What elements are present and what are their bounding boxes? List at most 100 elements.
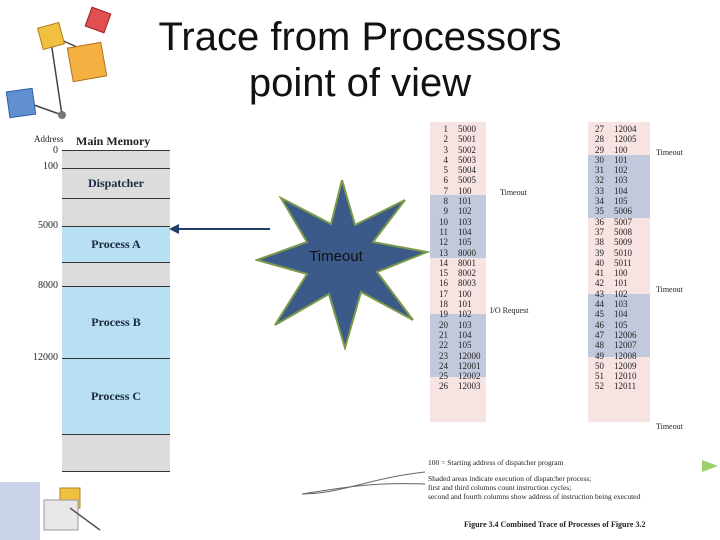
instruction-address: 103 [614, 299, 628, 310]
instruction-address: 12007 [614, 340, 637, 351]
instruction-address: 105 [458, 340, 472, 351]
memory-gap-top [62, 150, 170, 168]
cycle-number: 30 [595, 154, 604, 165]
cycle-number: 24 [439, 360, 448, 371]
cycle-number: 18 [439, 299, 448, 310]
timeout-label: Timeout [500, 188, 527, 197]
cycle-number: 42 [595, 278, 604, 289]
cycle-number: 7 [443, 185, 449, 196]
address-header: Address [34, 134, 64, 144]
cycle-number: 3 [443, 144, 449, 155]
address-label: 100 [43, 161, 58, 172]
caption-line-3: first and third columns count instructio… [428, 483, 572, 492]
cycle-number: 13 [439, 247, 448, 258]
cycle-number: 21 [439, 329, 448, 340]
callout-text: Timeout [309, 248, 363, 265]
trace-row: 22 105 [428, 340, 492, 350]
instruction-address: 104 [458, 329, 472, 340]
address-label: 8000 [38, 280, 58, 291]
address-label: 5000 [38, 220, 58, 231]
cycle-number: 29 [595, 144, 604, 155]
memory-region-dispatcher: Dispatcher [62, 168, 170, 198]
memory-region-process-c: Process C [62, 358, 170, 434]
memory-header: Main Memory [76, 134, 151, 148]
title-line-1: Trace from Processors [158, 15, 562, 59]
figure-caption: Figure 3.4 Combined Trace of Processes o… [464, 520, 646, 529]
instruction-address: 103 [458, 319, 472, 330]
cycle-number: 50 [595, 360, 604, 371]
instruction-address: 8000 [458, 247, 476, 258]
cycle-number: 10 [439, 216, 448, 227]
instruction-address: 12000 [458, 350, 481, 361]
instruction-address: 12010 [614, 371, 637, 382]
dispatcher-shade-4 [588, 294, 650, 357]
instruction-address: 5002 [458, 144, 476, 155]
cycle-number: 22 [439, 340, 448, 351]
instruction-address: 102 [458, 309, 472, 320]
caption-line-4: second and fourth columns show address o… [428, 492, 641, 501]
cycle-number: 36 [595, 216, 604, 227]
cycle-number: 11 [439, 226, 448, 237]
instruction-address: 5011 [614, 257, 632, 268]
slide-title: Trace from Processors point of view [120, 14, 600, 106]
instruction-address: 8003 [458, 278, 476, 289]
cycle-number: 25 [439, 371, 448, 382]
instruction-address: 103 [614, 175, 628, 186]
cycle-number: 14 [439, 257, 448, 268]
cycle-number: 48 [595, 340, 604, 351]
cycle-number: 47 [595, 329, 604, 340]
cycle-number: 16 [439, 278, 448, 289]
instruction-address: 12001 [458, 360, 481, 371]
instruction-address: 12004 [614, 124, 637, 134]
instruction-address: 5009 [614, 237, 632, 248]
instruction-address: 101 [458, 299, 472, 310]
dispatcher-shade-3 [588, 155, 650, 218]
timeout-star-callout [255, 180, 430, 350]
instruction-address: 103 [458, 216, 472, 227]
cycle-number: 39 [595, 247, 604, 258]
instruction-address: 5004 [458, 165, 476, 176]
instruction-address: 12005 [614, 134, 637, 145]
cycle-number: 34 [595, 196, 604, 207]
trace-row: 24 12001 [428, 361, 492, 371]
instruction-address: 12008 [614, 350, 637, 361]
trace-row: 21 104 [428, 330, 492, 340]
cycle-number: 23 [439, 350, 448, 361]
timeout-label: Timeout [656, 148, 683, 157]
cycle-number: 27 [595, 124, 604, 134]
cycle-number: 8 [443, 196, 449, 207]
arrow-deco-icon [702, 460, 718, 472]
trace-row: 42 101 [584, 278, 648, 288]
instruction-address: 5006 [614, 206, 632, 217]
cycle-number: 41 [595, 268, 604, 279]
caption-line-1: 100 = Starting address of dispatcher pro… [428, 458, 564, 467]
cycle-number: 31 [595, 165, 604, 176]
instruction-address: 105 [614, 319, 628, 330]
trace-row: 44 103 [584, 299, 648, 309]
instruction-address: 12009 [614, 360, 637, 371]
cycle-number: 44 [595, 299, 604, 310]
instruction-address: 101 [614, 278, 628, 289]
